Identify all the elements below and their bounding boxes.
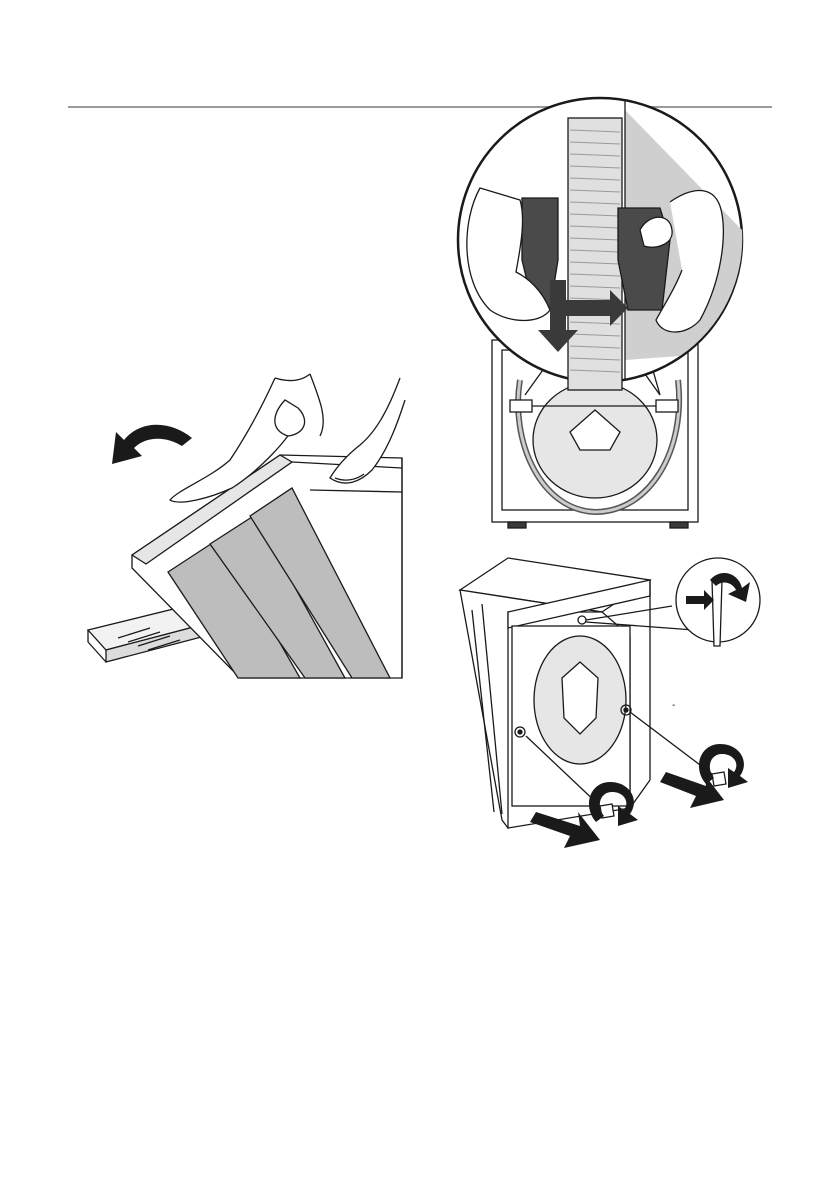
hose-clip-illustration: [450, 110, 750, 530]
header-rule: [68, 106, 772, 108]
hose-icon: [568, 118, 622, 390]
lid-removal-illustration: [60, 360, 420, 690]
small-mark: -: [672, 700, 675, 711]
curved-arrow-icon: [112, 425, 192, 464]
transit-bolt-illustration: -: [450, 550, 780, 860]
